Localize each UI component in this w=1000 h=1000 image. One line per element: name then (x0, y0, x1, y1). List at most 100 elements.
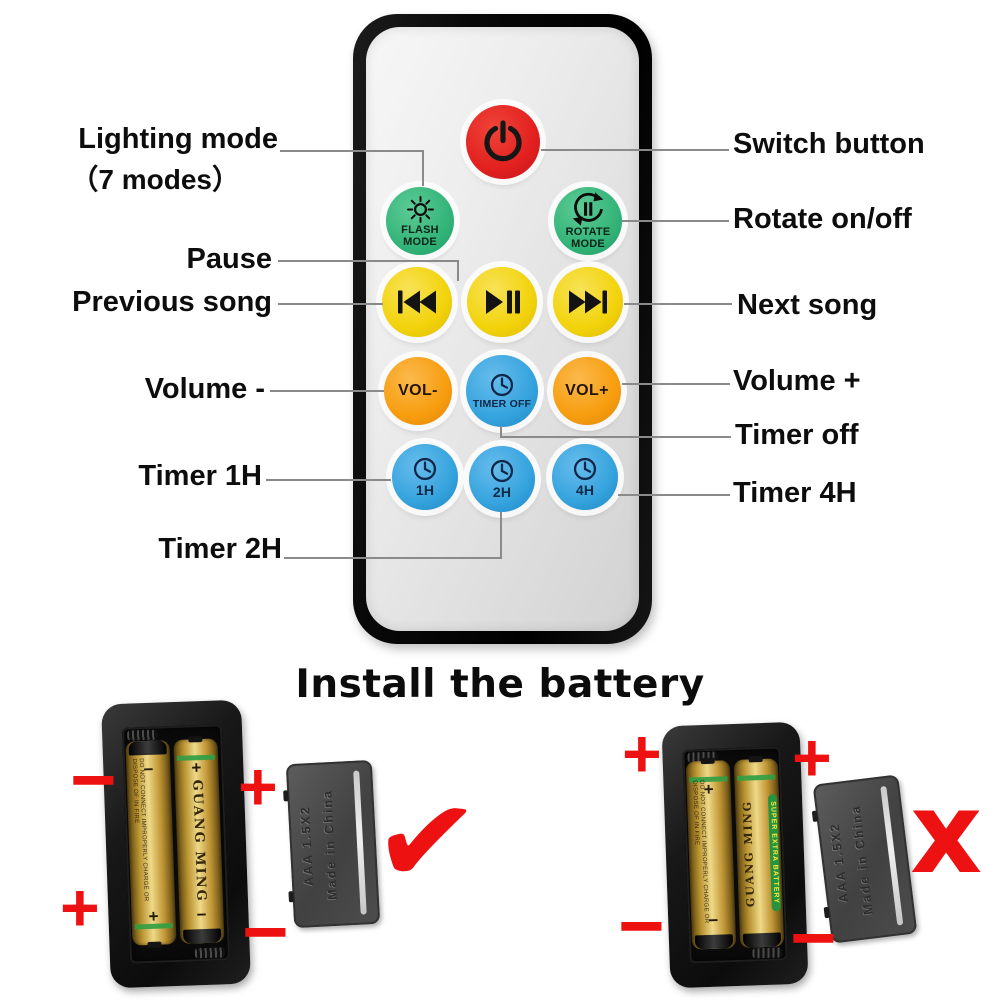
battery-compartment-wrong: + − DO NOT CONNECT IMPROPERLY CHARGE OR … (661, 721, 809, 989)
volume-plus-button: VOL+ (553, 357, 621, 425)
cover-origin-text: Made in China (848, 803, 876, 916)
play-pause-icon (486, 290, 520, 314)
polarity-mark: + (238, 749, 278, 825)
polarity-mark: − (790, 893, 837, 982)
rotate-mode-label: ROTATE MODE (565, 226, 611, 250)
battery-cap (182, 928, 222, 944)
line-timer-off (500, 436, 731, 438)
line-previous-song (278, 303, 383, 305)
line-switch-button (541, 149, 729, 151)
flash-mode-button: FLASH MODE (386, 187, 454, 255)
cover-size-text: AAA 1.5X2 (297, 804, 317, 887)
battery-nub (748, 755, 763, 763)
volume-minus-label: VOL- (398, 381, 438, 399)
cover-size-text: AAA 1.5X2 (827, 821, 852, 904)
battery-aaa-plus-up: GUANG MING SUPER EXTRA BATTERY (733, 755, 785, 948)
clock-icon (490, 460, 514, 483)
volume-minus-button: VOL- (384, 357, 452, 425)
line-next-song (624, 303, 732, 305)
battery-brand-text: GUANG MING (189, 779, 209, 903)
polarity-mark: + (60, 870, 100, 946)
callout-timer-1h: Timer 1H (138, 460, 262, 492)
line-timer-off-drop (500, 426, 502, 438)
timer-2h-button: 2H (469, 446, 535, 512)
line-lighting-mode (280, 150, 424, 152)
line-timer-1h (266, 479, 391, 481)
cover-slot (353, 770, 367, 915)
battery-warning-text: DO NOT CONNECT IMPROPERLY CHARGE OR DISP… (691, 780, 710, 924)
timer-4h-button: 4H (552, 444, 618, 510)
battery-nub (147, 941, 162, 949)
cover-embossed-text: AAA 1.5X2 Made in China (296, 762, 342, 928)
polarity-mark: − (242, 887, 289, 976)
rotate-pause-icon (572, 192, 604, 227)
clock-icon (490, 373, 514, 397)
callout-lighting-mode-sub: （7 modes） (70, 164, 240, 195)
cover-tab (288, 891, 294, 903)
battery-aaa-plus-up: + − DO NOT CONNECT IMPROPERLY CHARGE OR … (685, 757, 737, 950)
cover-tab (811, 810, 819, 823)
line-volume-minus (270, 390, 384, 392)
callout-timer-off: Timer off (735, 419, 859, 451)
timer-2h-label: 2H (492, 484, 512, 501)
callout-timer-4h: Timer 4H (733, 477, 857, 509)
sun-icon (406, 195, 434, 223)
callout-switch-button: Switch button (733, 128, 925, 160)
callout-rotate-on-off: Rotate on/off (733, 203, 912, 235)
polarity-mark: − (618, 881, 665, 970)
battery-compartment-correct: − + DO NOT CONNECT IMPROPERLY CHARGE OR … (101, 699, 251, 989)
battery-spring (194, 947, 225, 959)
line-pause (278, 260, 459, 262)
battery-well: − + DO NOT CONNECT IMPROPERLY CHARGE OR … (121, 724, 231, 964)
power-button (466, 105, 540, 179)
polarity-mark: − (70, 735, 117, 824)
timer-1h-button: 1H (392, 444, 458, 510)
battery-brand-text: GUANG MING (740, 799, 758, 908)
callout-next-song: Next song (737, 289, 878, 321)
line-lighting-mode-drop (422, 150, 424, 186)
remote-control: FLASH MODE ROTATE MODE (353, 14, 652, 644)
wrong-x-mark: x (910, 769, 983, 899)
volume-plus-label: VOL+ (565, 381, 609, 399)
line-timer-2h-drop (500, 512, 502, 559)
next-song-button (553, 267, 623, 337)
polarity-mark: + (622, 716, 662, 792)
callout-timer-2h: Timer 2H (158, 533, 282, 565)
battery-aaa-plus-up: + − GUANG MING (173, 736, 225, 944)
battery-nub (188, 736, 203, 743)
callout-lighting-mode: Lighting mode (78, 123, 278, 155)
flash-mode-label: FLASH MODE (401, 223, 439, 248)
battery-spring (127, 729, 158, 741)
battery-plus-sign: + (191, 758, 202, 778)
battery-section-title: Install the battery (295, 662, 705, 707)
power-icon (484, 120, 522, 162)
battery-cap (742, 932, 782, 948)
callout-volume-minus: Volume - (144, 373, 265, 405)
battery-nub (700, 757, 715, 765)
rotate-mode-button: ROTATE MODE (554, 187, 622, 255)
cover-slot (880, 785, 904, 926)
line-timer-4h (618, 494, 730, 496)
callout-pause: Pause (186, 243, 272, 275)
battery-cap (694, 934, 734, 950)
correct-check-mark: ✔ (367, 765, 484, 919)
next-icon (569, 290, 607, 314)
clock-icon (573, 458, 597, 481)
callout-previous-song: Previous song (72, 286, 272, 318)
timer-off-label: TIMER OFF (472, 397, 532, 410)
battery-warning-text: DO NOT CONNECT IMPROPERLY CHARGE OR DISP… (130, 758, 149, 902)
battery-sub-brand-text: SUPER EXTRA BATTERY (767, 794, 781, 912)
battery-band (737, 774, 776, 781)
cover-origin-text: Made in China (320, 788, 340, 900)
battery-minus-sign: − (196, 904, 207, 925)
line-volume-plus (622, 383, 730, 385)
battery-cap (128, 740, 167, 756)
battery-spring (752, 947, 783, 959)
timer-off-button: TIMER OFF (466, 355, 538, 427)
previous-song-button (382, 267, 452, 337)
play-pause-button (467, 267, 537, 337)
line-timer-2h (284, 557, 502, 559)
battery-aaa-minus-up: − + DO NOT CONNECT IMPROPERLY CHARGE OR … (125, 740, 177, 949)
callout-volume-plus: Volume + (733, 365, 861, 397)
